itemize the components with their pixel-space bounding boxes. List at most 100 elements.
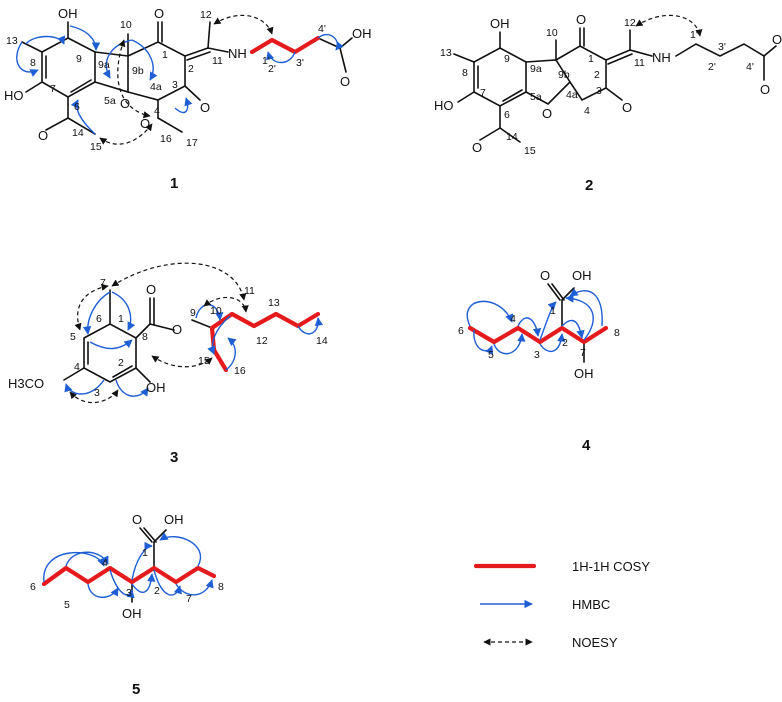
legend-item-cosy: 1H-1H COSY [473, 559, 650, 574]
atom-label: O [622, 100, 632, 115]
atom-label: OH [122, 606, 142, 621]
compound-2-bonds [453, 27, 777, 143]
legend-label: HMBC [572, 597, 610, 612]
compound-5-labels: O OH 1 6 4 5 3 2 7 8 OH [30, 512, 224, 621]
atom-label: 11 [244, 285, 255, 297]
compound-3-noesy [69, 262, 249, 404]
atom-label: 9b [558, 69, 570, 81]
atom-label: O [132, 512, 142, 527]
atom-label: 8 [30, 57, 36, 69]
atom-label: 9 [504, 53, 510, 65]
legend: 1H-1H COSY HMBC NOESY [473, 559, 650, 650]
compound-label-5: 5 [132, 681, 140, 698]
atom-label: 3 [126, 587, 132, 599]
atom-label: O [146, 282, 156, 297]
compound-4-structure: O OH 1 6 4 5 3 2 7 8 OH 4 [458, 268, 620, 454]
atom-label: 3 [534, 349, 540, 361]
atom-label: 1 [162, 49, 168, 61]
compound-5-structure: O OH 1 6 4 5 3 2 7 8 OH 5 [30, 512, 224, 698]
atom-label: 6 [504, 109, 510, 121]
atom-label: 5 [488, 349, 494, 361]
atom-label: O [472, 140, 482, 155]
legend-label: 1H-1H COSY [572, 559, 650, 574]
atom-label: 5a [104, 95, 116, 107]
compound-label-4: 4 [582, 437, 591, 454]
compound-1-cosy [249, 35, 321, 55]
atom-label: 7 [186, 593, 192, 605]
atom-label: 6 [458, 325, 464, 337]
atom-label: 8 [142, 331, 148, 343]
atom-label: 2 [562, 337, 568, 349]
compound-1-labels: OH 13 8 9 9a HO 7 6 5a O 10 9b 1 4a 2 3 … [4, 6, 372, 153]
atom-label: 12 [624, 17, 636, 29]
atom-label: 5a [530, 91, 542, 103]
atom-label: 4' [746, 61, 754, 73]
atom-label: 6 [30, 581, 36, 593]
atom-label: OH [772, 32, 782, 47]
compound-label-3: 3 [170, 449, 178, 466]
atom-label: 1 [118, 313, 124, 325]
atom-label: 16 [234, 365, 246, 377]
legend-label: NOESY [572, 635, 618, 650]
atom-label: 7 [580, 347, 586, 359]
atom-label: 9a [530, 63, 542, 75]
atom-label: NH [228, 46, 247, 61]
compound-label-2: 2 [585, 177, 593, 194]
atom-label: 3 [596, 85, 602, 97]
atom-label: 1 [550, 305, 556, 317]
atom-label: OH [572, 268, 592, 283]
compound-4-labels: O OH 1 6 4 5 3 2 7 8 OH [458, 268, 620, 381]
atom-label: 3' [296, 57, 304, 69]
atom-label: O [120, 96, 130, 111]
atom-label: 15 [524, 145, 536, 157]
atom-label: 7 [50, 83, 56, 95]
atom-label: 9 [190, 307, 196, 319]
atom-label: 12 [200, 9, 212, 21]
atom-label: 1 [588, 53, 594, 65]
atom-label: H3CO [8, 376, 44, 391]
atom-label: 4' [318, 23, 326, 35]
atom-label: OH [146, 380, 166, 395]
atom-label: O [576, 12, 586, 27]
atom-label: 3 [94, 387, 100, 399]
atom-label: 4 [584, 105, 590, 117]
compound-1-noesy [99, 14, 274, 145]
atom-label: 10 [210, 305, 222, 317]
atom-label: O [760, 82, 770, 97]
atom-label: 11 [634, 57, 645, 69]
atom-label: 8 [218, 581, 224, 593]
compound-4-cosy [467, 325, 609, 345]
legend-item-hmbc: HMBC [480, 597, 610, 612]
atom-label: 13 [440, 47, 452, 59]
atom-label: O [540, 268, 550, 283]
atom-label: 4a [566, 89, 578, 101]
atom-label: 15 [90, 141, 102, 153]
atom-label: O [140, 116, 150, 131]
atom-label: O [200, 100, 210, 115]
atom-label: 10 [120, 19, 132, 31]
compound-5-cosy [41, 565, 217, 587]
atom-label: O [340, 74, 350, 89]
atom-label: 11 [212, 55, 223, 67]
atom-label: 4 [510, 313, 516, 325]
atom-label: 2 [118, 357, 124, 369]
atom-label: 5 [64, 599, 70, 611]
compound-3-bonds [63, 289, 319, 383]
atom-label: 17 [186, 137, 198, 149]
atom-label: 7 [100, 277, 106, 289]
atom-label: 14 [506, 131, 518, 143]
atom-label: OH [490, 16, 510, 31]
atom-label: O [172, 322, 182, 337]
atom-label: 1' [262, 55, 270, 67]
compound-5-hmbc [43, 532, 214, 599]
atom-label: 12 [256, 335, 268, 347]
atom-label: 8 [462, 67, 468, 79]
compound-1-bonds [21, 21, 353, 135]
atom-label: 2 [154, 585, 160, 597]
atom-label: 1 [142, 547, 148, 559]
atom-label: OH [574, 366, 594, 381]
compound-2-structure: OH 13 9 9a 10 O 12 8 9b 1 2 11 NH 1' 3' … [434, 12, 782, 194]
atom-label: O [154, 6, 164, 21]
atom-label: 15 [198, 355, 210, 367]
